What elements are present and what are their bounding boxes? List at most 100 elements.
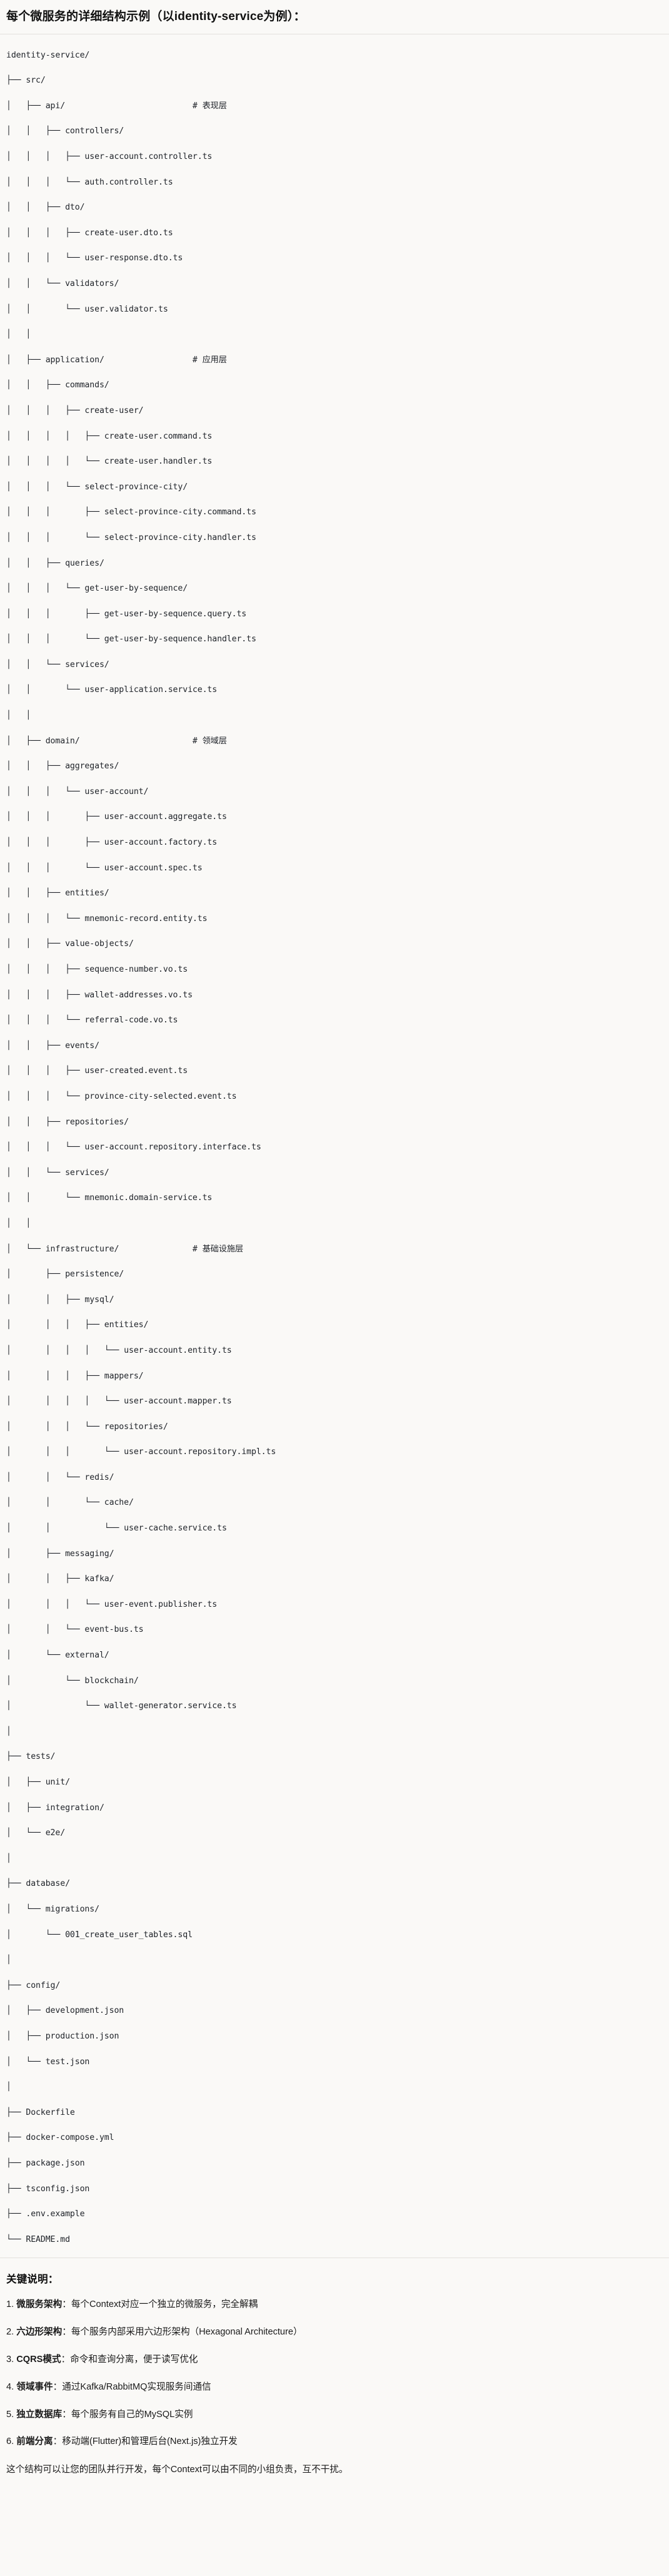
- tree-line-comment: # 基础设施层: [192, 1244, 244, 1254]
- key-note-item: 3. CQRS模式：命令和查询分离，便于读写优化: [6, 2353, 663, 2367]
- tree-line: identity-service/: [6, 50, 90, 60]
- tree-line: │ │ │ └── user-response.dto.ts: [6, 253, 183, 263]
- tree-line: │ │ ├── mysql/: [6, 1295, 114, 1305]
- key-note-item: 2. 六边形架构：每个服务内部采用六边形架构（Hexagonal Archite…: [6, 2326, 663, 2339]
- key-notes-block: 关键说明： 1. 微服务架构：每个Context对应一个独立的微服务，完全解耦 2…: [0, 2258, 669, 2493]
- tree-line: │ │ │ └── user-account.spec.ts: [6, 863, 203, 873]
- tree-line: │ │ ├── aggregates/: [6, 761, 119, 771]
- tree-line: │ │ ├── queries/: [6, 558, 104, 568]
- key-note-number: 3.: [6, 2354, 17, 2365]
- tree-line: │ └── infrastructure/ # 基础设施层: [6, 1243, 663, 1256]
- tree-line: │ │ └── cache/: [6, 1498, 134, 1508]
- key-note-term: 微服务架构: [16, 2299, 63, 2309]
- tree-line: │ └── migrations/: [6, 1904, 99, 1914]
- tree-line: │ │ │ ├── user-account.factory.ts: [6, 838, 218, 848]
- tree-line: │ ├── api/ # 表现层: [6, 100, 663, 113]
- key-note-term: CQRS模式: [16, 2354, 61, 2365]
- tree-line: │ │ │ └── mnemonic-record.entity.ts: [6, 914, 208, 924]
- key-note-number: 5.: [6, 2409, 17, 2420]
- tree-line: │ │ │ ├── entities/: [6, 1320, 149, 1330]
- tree-line: │ ├── application/ # 应用层: [6, 354, 663, 367]
- key-note-term: 领域事件: [16, 2381, 53, 2392]
- tree-line: │ │ │ ├── user-created.event.ts: [6, 1066, 188, 1076]
- tree-line: │ │ └── user-cache.service.ts: [6, 1524, 227, 1534]
- key-notes-list: 1. 微服务架构：每个Context对应一个独立的微服务，完全解耦 2. 六边形架…: [6, 2298, 663, 2449]
- tree-line: │ │ │ ├── create-user/: [6, 405, 144, 415]
- tree-line: │ │ │ ├── select-province-city.command.t…: [6, 507, 256, 517]
- tree-line: │ └── test.json: [6, 2057, 90, 2067]
- closing-paragraph: 这个结构可以让您的团队并行开发，每个Context可以由不同的小组负责，互不干扰…: [6, 2465, 348, 2475]
- tree-line: │ │ │ ├── create-user.dto.ts: [6, 228, 173, 238]
- key-notes-title: 关键说明：: [6, 2274, 59, 2285]
- tree-line: │: [6, 1726, 11, 1736]
- key-note-body: ：每个服务有自己的MySQL实例: [62, 2409, 193, 2420]
- key-note-item: 1. 微服务架构：每个Context对应一个独立的微服务，完全解耦: [6, 2298, 663, 2312]
- tree-line: │ │ ├── entities/: [6, 888, 109, 899]
- directory-tree-block: identity-service/ ├── src/ │ ├── api/ # …: [0, 34, 669, 2258]
- tree-line: │ ├── messaging/: [6, 1549, 114, 1559]
- tree-line: │ │ │ └── select-province-city/: [6, 482, 188, 492]
- tree-line-path: │ ├── api/: [6, 101, 193, 111]
- tree-line: ├── database/: [6, 1879, 70, 1889]
- tree-line: │ │ └── user.validator.ts: [6, 304, 168, 314]
- tree-line: │: [6, 1955, 11, 1965]
- tree-line: │ │ │ └── referral-code.vo.ts: [6, 1016, 178, 1026]
- tree-line: │ │ │ └── get-user-by-sequence.handler.t…: [6, 634, 256, 644]
- tree-line-path: │ ├── application/: [6, 355, 193, 365]
- key-note-term: 前端分离: [16, 2436, 53, 2447]
- key-note-item: 4. 领域事件：通过Kafka/RabbitMQ实现服务间通信: [6, 2381, 663, 2395]
- tree-line: │ │ ├── commands/: [6, 380, 109, 390]
- tree-line: │ │ ├── dto/: [6, 203, 85, 213]
- tree-line: │ │ │ └── user-account.repository.interf…: [6, 1143, 261, 1153]
- tree-line: └── README.md: [6, 2234, 70, 2244]
- tree-line-path: │ ├── domain/: [6, 736, 193, 746]
- tree-line: │ │ │ └── province-city-selected.event.t…: [6, 1091, 237, 1101]
- key-note-number: 6.: [6, 2436, 17, 2447]
- tree-line: ├── docker-compose.yml: [6, 2133, 114, 2143]
- document-page: 每个微服务的详细结构示例（以identity-service为例）： ident…: [0, 10, 669, 2493]
- tree-line: │ │ │ ├── mappers/: [6, 1371, 144, 1381]
- tree-line: │ │ └── services/: [6, 1168, 109, 1178]
- tree-line: ├── .env.example: [6, 2209, 85, 2219]
- tree-line: │ │ │ └── get-user-by-sequence/: [6, 584, 188, 594]
- tree-line-comment: # 应用层: [192, 355, 227, 365]
- key-note-body: ：命令和查询分离，便于读写优化: [61, 2354, 198, 2365]
- tree-line: │ └── external/: [6, 1651, 109, 1661]
- tree-line: │ │ │ │ └── create-user.handler.ts: [6, 457, 213, 467]
- key-note-body: ：每个服务内部采用六边形架构（Hexagonal Architecture）: [62, 2326, 303, 2337]
- tree-line: ├── tsconfig.json: [6, 2184, 90, 2194]
- tree-line: │ │ └── mnemonic.domain-service.ts: [6, 1193, 213, 1203]
- tree-line: ├── package.json: [6, 2158, 85, 2168]
- key-note-item: 5. 独立数据库：每个服务有自己的MySQL实例: [6, 2408, 663, 2422]
- tree-line: │ └── 001_create_user_tables.sql: [6, 1930, 193, 1940]
- key-note-body: ：通过Kafka/RabbitMQ实现服务间通信: [53, 2381, 211, 2392]
- tree-line-comment: # 领域层: [192, 736, 227, 746]
- tree-line: │ ├── domain/ # 领域层: [6, 735, 663, 748]
- tree-line: │: [6, 1853, 11, 1863]
- tree-line: │ │ ├── kafka/: [6, 1574, 114, 1584]
- tree-line: │ │ │ └── select-province-city.handler.t…: [6, 532, 256, 542]
- tree-line: ├── tests/: [6, 1752, 56, 1762]
- tree-line: │ │ ├── controllers/: [6, 126, 124, 136]
- tree-line: │ │ │ │ ├── create-user.command.ts: [6, 431, 213, 441]
- tree-line: │ │ │ └── user-event.publisher.ts: [6, 1599, 218, 1609]
- key-note-term: 独立数据库: [16, 2409, 63, 2420]
- tree-line: │ ├── unit/: [6, 1778, 70, 1788]
- tree-line: │ │ │ └── user-account/: [6, 787, 149, 797]
- tree-line: │ └── wallet-generator.service.ts: [6, 1701, 237, 1711]
- key-note-term: 六边形架构: [16, 2326, 63, 2337]
- tree-line-comment: # 表现层: [192, 101, 227, 111]
- tree-line: │ └── blockchain/: [6, 1676, 139, 1686]
- tree-line: │ │ ├── value-objects/: [6, 939, 134, 949]
- tree-line: │: [6, 2082, 11, 2092]
- tree-line: │ ├── integration/: [6, 1803, 104, 1813]
- tree-line: │ └── e2e/: [6, 1828, 66, 1838]
- tree-line: │ │ │ ├── wallet-addresses.vo.ts: [6, 990, 193, 1000]
- tree-line: │ │ │ ├── sequence-number.vo.ts: [6, 965, 188, 975]
- key-note-item: 6. 前端分离：移动端(Flutter)和管理后台(Next.js)独立开发: [6, 2435, 663, 2449]
- key-note-number: 4.: [6, 2381, 17, 2392]
- key-note-body: ：移动端(Flutter)和管理后台(Next.js)独立开发: [53, 2436, 238, 2447]
- tree-line: │ │: [6, 711, 31, 721]
- tree-line: │ ├── production.json: [6, 2031, 119, 2041]
- tree-line: │ │ │ └── repositories/: [6, 1422, 168, 1432]
